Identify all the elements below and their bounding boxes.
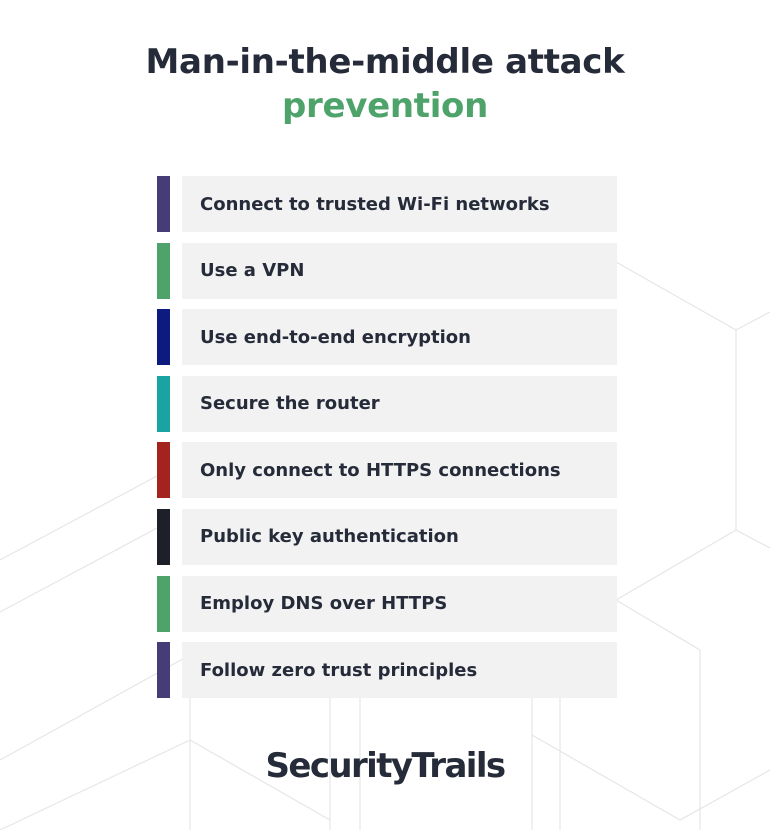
- list-item-color-bar: [157, 375, 170, 432]
- list-item-box: Only connect to HTTPS connections: [182, 442, 617, 499]
- list-item-box: Employ DNS over HTTPS: [182, 575, 617, 632]
- list-item-label: Connect to trusted Wi-Fi networks: [200, 193, 550, 215]
- list-item-color-bar: [157, 442, 170, 499]
- list-item: Secure the router: [157, 375, 617, 432]
- list-item: Only connect to HTTPS connections: [157, 442, 617, 499]
- list-item-box: Follow zero trust principles: [182, 642, 617, 699]
- title-line-2: prevention: [281, 86, 489, 126]
- page-title: Man-in-the-middle attack prevention: [0, 40, 770, 128]
- list-item: Follow zero trust principles: [157, 642, 617, 699]
- list-item-box: Use a VPN: [182, 242, 617, 299]
- list-item-box: Secure the router: [182, 375, 617, 432]
- list-item: Public key authentication: [157, 508, 617, 565]
- list-item-label: Employ DNS over HTTPS: [200, 593, 448, 615]
- list-item-label: Secure the router: [200, 393, 380, 415]
- list-item-label: Public key authentication: [200, 526, 459, 548]
- list-item: Employ DNS over HTTPS: [157, 575, 617, 632]
- title-line-1: Man-in-the-middle attack: [145, 42, 625, 82]
- list-item-color-bar: [157, 508, 170, 565]
- list-item-color-bar: [157, 642, 170, 699]
- list-item-label: Use end-to-end encryption: [200, 326, 471, 348]
- list-item-label: Only connect to HTTPS connections: [200, 459, 561, 481]
- list-item: Use end-to-end encryption: [157, 309, 617, 366]
- list-item-color-bar: [157, 575, 170, 632]
- securitytrails-logo: SecurityTrails: [265, 746, 506, 786]
- list-item-box: Public key authentication: [182, 508, 617, 565]
- list-item-color-bar: [157, 309, 170, 366]
- list-item-box: Connect to trusted Wi-Fi networks: [182, 176, 617, 232]
- list-item: Use a VPN: [157, 242, 617, 299]
- prevention-list: Connect to trusted Wi-Fi networks Use a …: [157, 176, 617, 709]
- list-item-color-bar: [157, 242, 170, 299]
- list-item-label: Follow zero trust principles: [200, 659, 478, 681]
- list-item-box: Use end-to-end encryption: [182, 309, 617, 366]
- list-item-label: Use a VPN: [200, 260, 305, 282]
- list-item-color-bar: [157, 176, 170, 232]
- list-item: Connect to trusted Wi-Fi networks: [157, 176, 617, 232]
